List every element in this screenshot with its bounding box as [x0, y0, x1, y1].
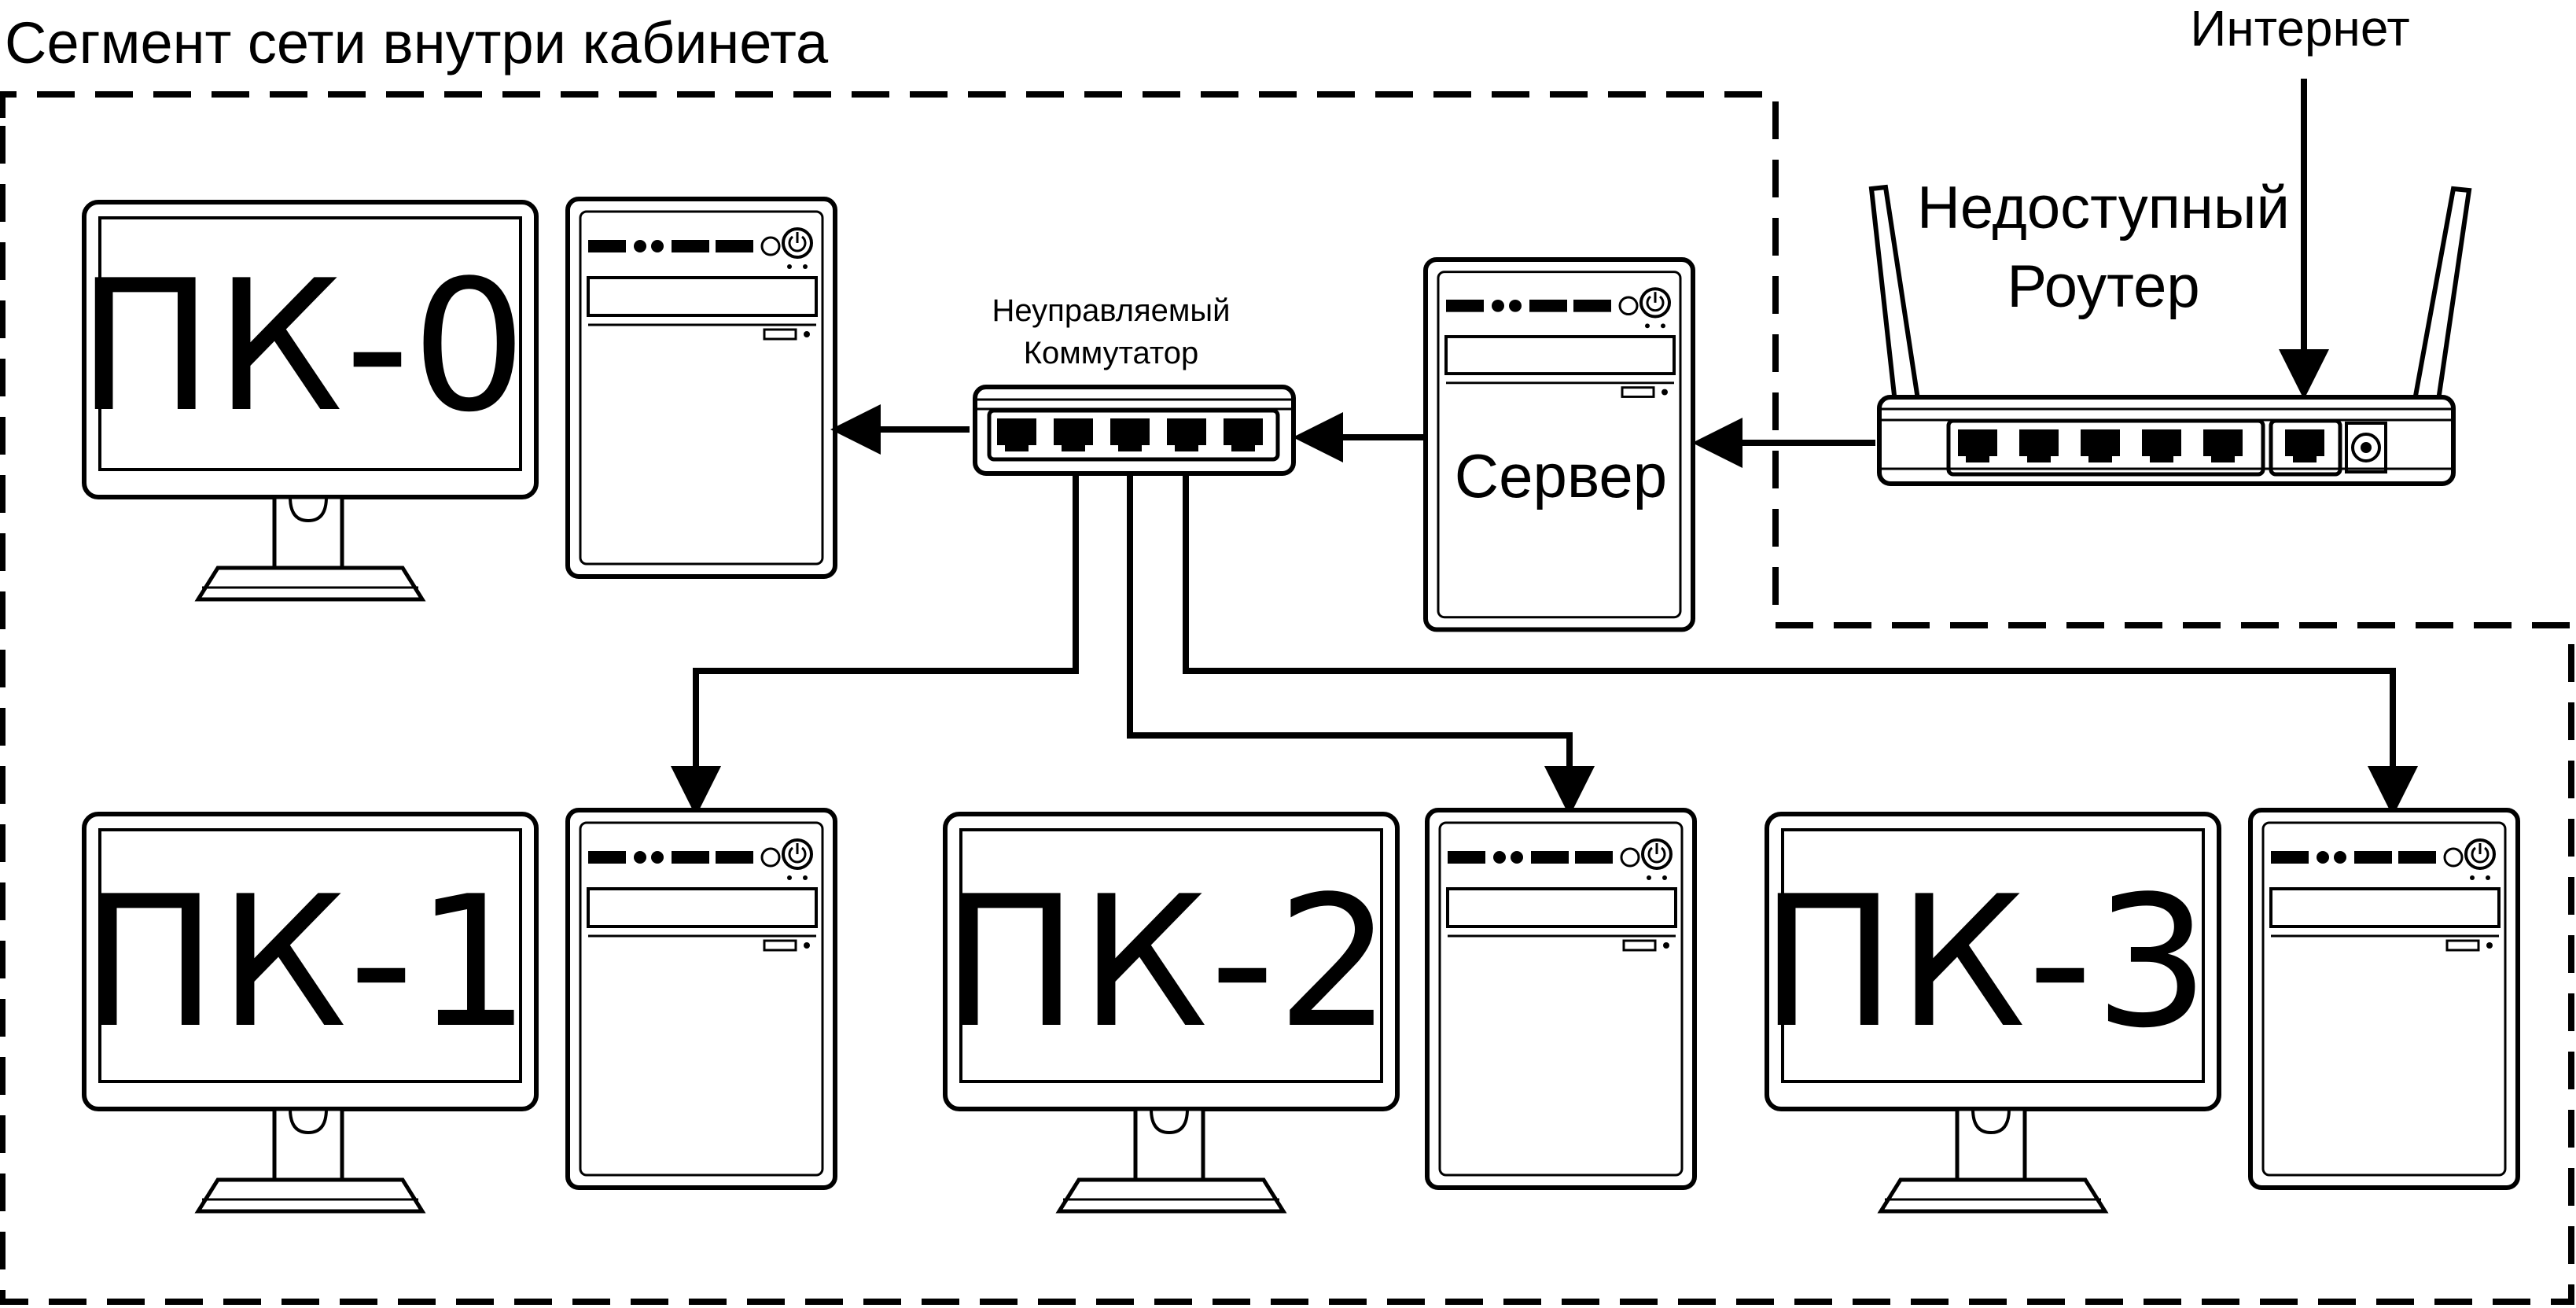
pc-2-label: ПК-2: [942, 858, 1393, 1068]
switch-to-pc2-link: [1127, 473, 1595, 816]
pc-0-label: ПК-0: [77, 242, 528, 452]
pc-3-tower: [2250, 810, 2518, 1188]
switch-to-pc1-link: [671, 473, 1079, 816]
segment-label: Сегмент сети внутри кабинета: [5, 10, 829, 76]
switch-label-line2: Коммутатор: [1024, 336, 1199, 370]
pc-0-tower: [568, 199, 835, 577]
router-device: [1868, 184, 2472, 486]
switch-device: [973, 385, 1296, 476]
router-label-line2: Роутер: [2007, 253, 2199, 320]
pc-1-label: ПК-1: [81, 858, 532, 1068]
switch-label-line1: Неуправляемый: [992, 293, 1230, 328]
server-label: Сервер: [1455, 441, 1667, 510]
router-label-line1: Недоступный: [1917, 175, 2290, 241]
pc-3-label: ПК-3: [1760, 858, 2211, 1068]
switch-to-pc3-link: [1183, 473, 2418, 816]
pc-1-tower: [568, 810, 835, 1188]
internet-label: Интернет: [2190, 0, 2409, 57]
pc-2-tower: [1427, 810, 1695, 1188]
connections: [671, 79, 2418, 816]
segment-border: [0, 91, 2574, 1305]
